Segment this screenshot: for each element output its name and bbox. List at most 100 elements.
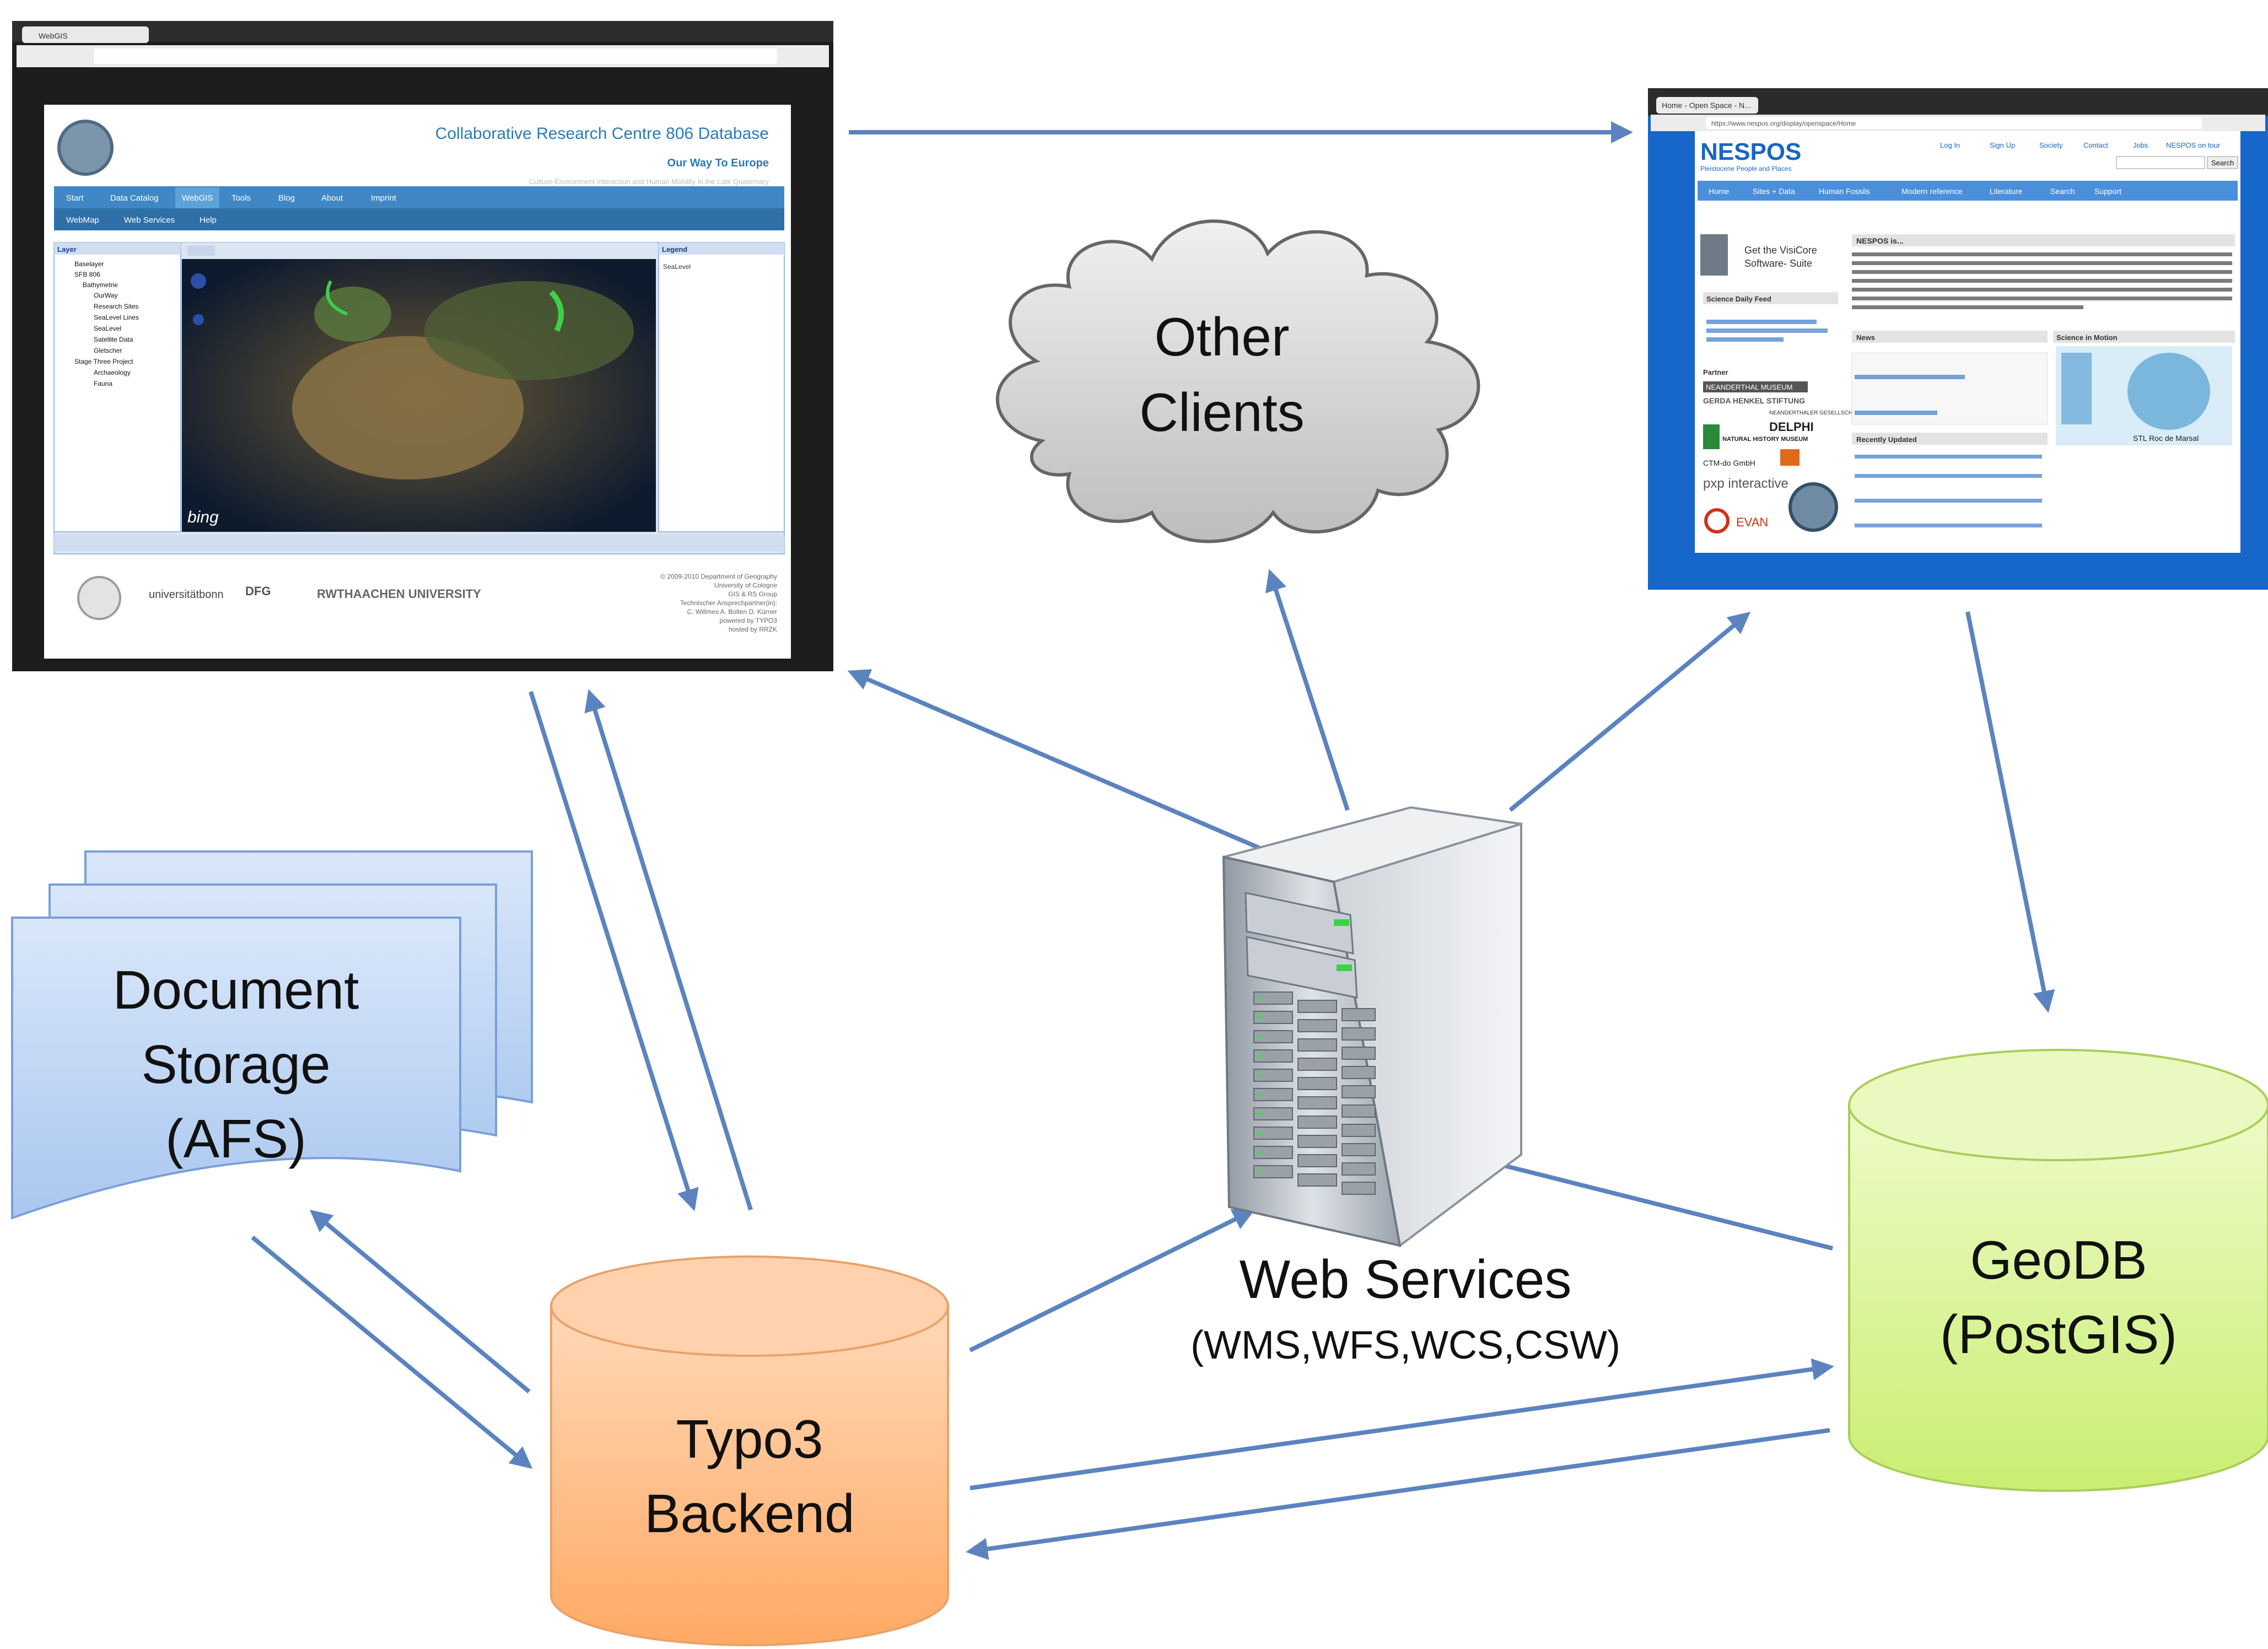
arrow-typo3-to-geodb <box>969 1358 1834 1490</box>
subnav-help[interactable]: Help <box>200 215 217 225</box>
sfb806-logo <box>57 120 114 176</box>
footer-line: Technischer Ansprechpartner(in): <box>680 599 777 607</box>
document-storage-stack: Document Storage (AFS) <box>11 850 533 1220</box>
recently-updated-title: Recently Updated <box>1856 435 1917 444</box>
layer-item[interactable]: SeaLevel Lines <box>94 314 139 321</box>
geodb-label-line2: (PostGIS) <box>1940 1304 2177 1365</box>
link-contact[interactable]: Contact <box>2083 141 2108 149</box>
typo3-label-line2: Backend <box>644 1483 854 1544</box>
arrow-typo3-to-webgis <box>584 689 753 1211</box>
legend-panel <box>658 242 785 532</box>
partner-logo: NATURAL HISTORY MUSEUM <box>1722 436 1808 443</box>
search-button[interactable] <box>2207 156 2238 169</box>
search-input[interactable] <box>2116 156 2205 169</box>
link-log-in[interactable]: Log In <box>1940 141 1960 149</box>
nav-about[interactable]: About <box>321 193 343 203</box>
browser-tab[interactable] <box>22 26 149 43</box>
nav-human-fossils[interactable]: Human Fossils <box>1819 187 1870 196</box>
tab-title: Home - Open Space - N... <box>1662 101 1751 110</box>
site-title: Collaborative Research Centre 806 Databa… <box>435 125 769 143</box>
layer-item[interactable]: Baselayer <box>74 260 104 268</box>
nespos-logo: NESPOS <box>1700 138 1801 165</box>
partner-logo: CTM-do GmbH <box>1703 459 1755 467</box>
layer-item[interactable]: SeaLevel <box>94 325 121 332</box>
visicore-link[interactable]: Get the VisiCore <box>1744 245 1817 256</box>
typo3-label-line1: Typo3 <box>676 1409 823 1469</box>
nav-tools[interactable]: Tools <box>231 193 251 203</box>
partner-logo: GERDA HENKEL STIFTUNG <box>1703 396 1805 405</box>
browser-tab[interactable] <box>1656 97 1758 114</box>
link-jobs[interactable]: Jobs <box>2133 141 2148 149</box>
science-in-motion-title: Science in Motion <box>2056 333 2118 342</box>
map-toolbar[interactable] <box>187 246 215 256</box>
arrow-services-to-nespos <box>1509 611 1751 812</box>
footer-logo-rwth: RWTHAACHEN UNIVERSITY <box>317 587 481 601</box>
nav-start[interactable]: Start <box>66 193 84 203</box>
subnav-webmap[interactable]: WebMap <box>66 215 99 225</box>
nav-webgis[interactable]: WebGIS <box>182 193 213 203</box>
site-tagline: Culture-Environment Interaction and Huma… <box>529 177 769 186</box>
web-services-sublabel: (WMS,WFS,WCS,CSW) <box>1190 1323 1620 1367</box>
skull-caption: STL Roc de Marsal <box>2133 434 2199 443</box>
partner-logo: pxp interactive <box>1703 476 1788 491</box>
nav-search[interactable]: Search <box>2050 187 2075 196</box>
arrow-docs-to-typo3 <box>251 1235 533 1469</box>
partner-logo: DELPHI <box>1769 420 1814 434</box>
link-nespos-on-tour[interactable]: NESPOS on tour <box>2166 141 2221 149</box>
layer-item[interactable]: SFB 806 <box>74 271 100 278</box>
nespos-logo-sub: Pleistocene People and Places <box>1700 165 1791 173</box>
nespos-heading: NESPOS is... <box>1856 236 1904 245</box>
zoom-control[interactable] <box>193 314 204 325</box>
layer-item[interactable]: Research Sites <box>94 303 138 310</box>
server-icon <box>1222 806 1522 1248</box>
layer-item[interactable]: OurWay <box>94 292 118 299</box>
arrow-webgis-to-typo3 <box>529 691 699 1211</box>
arrow-services-to-clients <box>1265 569 1350 811</box>
bonn-seal <box>77 576 121 620</box>
nav-blog[interactable]: Blog <box>278 193 295 203</box>
url-text: https://www.nespos.org/display/openspace… <box>1711 120 1856 127</box>
layer-panel-title: Layer <box>57 245 77 254</box>
address-bar[interactable] <box>94 48 777 64</box>
partner-logo: NEANDERTHALER GESELLSCHAFT e.V. <box>1769 410 1873 416</box>
nav-home[interactable]: Home <box>1709 187 1730 196</box>
geodb-cylinder: GeoDB (PostGIS) <box>1848 1049 2268 1492</box>
layer-item[interactable]: Fauna <box>94 380 112 387</box>
nav-imprint[interactable]: Imprint <box>371 193 397 203</box>
layer-panel <box>53 242 181 532</box>
link-society[interactable]: Society <box>2039 141 2063 149</box>
nav-support[interactable]: Support <box>2094 187 2121 196</box>
layer-item[interactable]: Stage Three Project <box>74 358 133 365</box>
nav-sites-data[interactable]: Sites + Data <box>1753 187 1795 196</box>
footer-line: University of Cologne <box>714 581 777 589</box>
footer-line: hosted by RRZK <box>729 626 777 633</box>
sub-nav <box>54 208 784 230</box>
doc-storage-line1: Document <box>113 960 359 1020</box>
layer-item[interactable]: Bathymetrie <box>83 281 118 289</box>
layer-item[interactable]: Archaeology <box>94 369 131 376</box>
arrow-nespos-to-geodb <box>1965 611 2055 1013</box>
webgis-browser-screenshot: WebGIS Collaborative Research Centre 806… <box>12 21 833 671</box>
connection-arrows <box>251 121 2055 1560</box>
footer-logo-bonn: universitätbonn <box>149 589 224 601</box>
pan-control[interactable] <box>191 273 206 289</box>
footer-line: GIS & RS Group <box>728 590 777 598</box>
footer-line: C. Willmes A. Bolten D. Kürner <box>687 608 777 616</box>
other-clients-cloud: Other Clients <box>996 219 1480 543</box>
nav-data-catalog[interactable]: Data Catalog <box>110 193 159 203</box>
layer-item[interactable]: Satellite Data <box>94 336 133 343</box>
nav-modern-reference[interactable]: Modern reference <box>1901 187 1963 196</box>
arrow-typo3-to-docs <box>309 1209 531 1394</box>
address-bar[interactable] <box>1706 117 2202 129</box>
arrow-services-to-webgis <box>847 669 1269 854</box>
subnav-web-services[interactable]: Web Services <box>124 215 175 225</box>
partner-logo: NEANDERTHAL MUSEUM <box>1706 383 1792 391</box>
partner-title: Partner <box>1703 368 1728 376</box>
link-sign-up[interactable]: Sign Up <box>1990 141 2015 149</box>
footer-line: © 2009-2010 Department of Geography <box>660 573 777 580</box>
nav-literature[interactable]: Literature <box>1990 187 2022 196</box>
layer-item[interactable]: Gletscher <box>94 347 122 354</box>
nav-labels: Start Data Catalog WebGIS Tools Blog Abo… <box>66 187 397 225</box>
legend-title: Legend <box>662 245 687 254</box>
